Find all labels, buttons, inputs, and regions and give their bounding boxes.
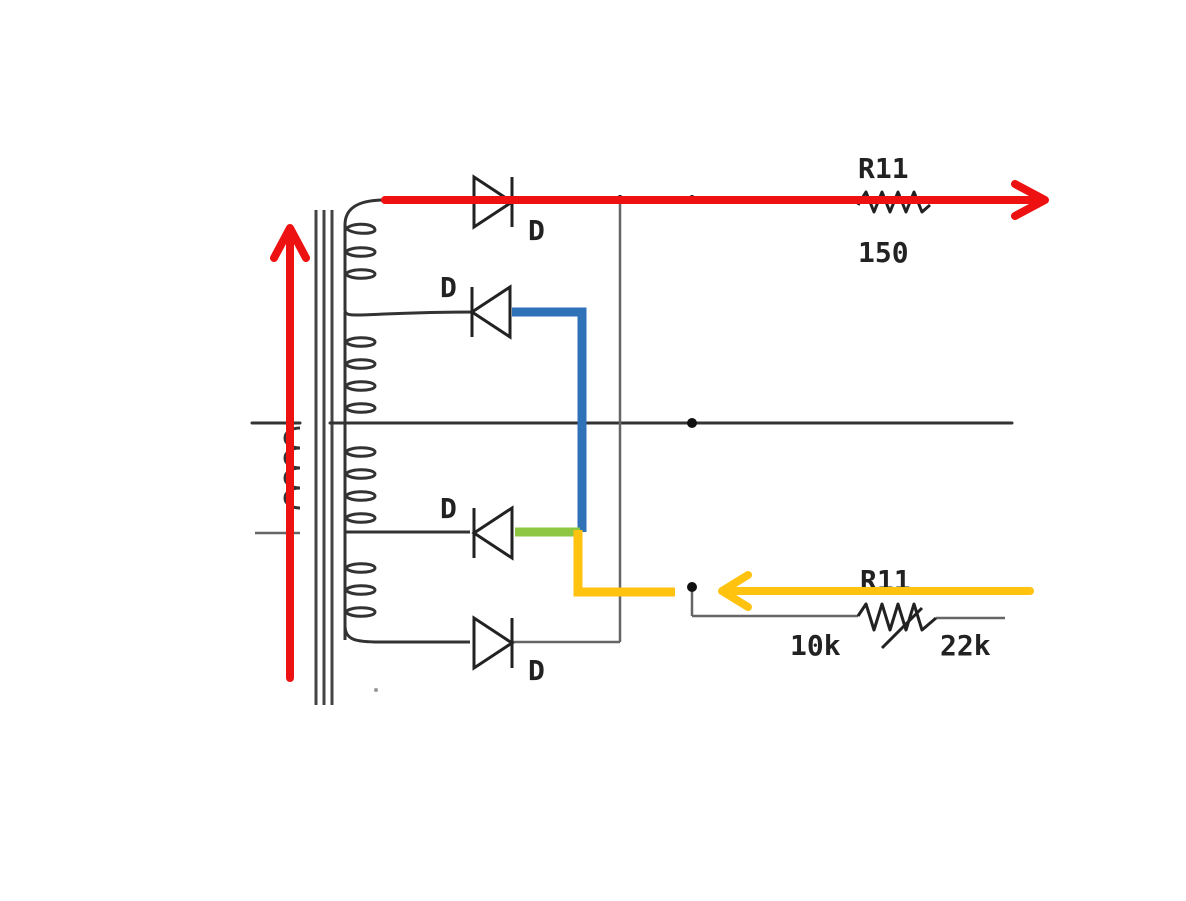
diode-label-top: D xyxy=(528,214,545,247)
center-tap-line xyxy=(328,418,1014,428)
resistor-bottom xyxy=(856,602,937,650)
yellow-path xyxy=(573,530,675,597)
resistor-top-value: 150 xyxy=(858,236,909,269)
yellow-arrow xyxy=(718,571,1034,611)
stray-dot xyxy=(374,688,378,692)
diode-label-upper-middle: D xyxy=(440,271,457,304)
resistor-top-name: R11 xyxy=(858,152,909,185)
junction-dot-center xyxy=(687,418,697,428)
red-arrow-horizontal xyxy=(381,180,1049,220)
diode-lower-middle xyxy=(471,505,514,561)
diode-upper-middle xyxy=(469,284,512,340)
red-arrow-vertical xyxy=(270,224,310,682)
secondary-winding xyxy=(343,198,481,644)
diode-bottom xyxy=(472,615,515,671)
diode-label-lower-middle: D xyxy=(440,492,457,525)
blue-path xyxy=(512,307,587,532)
transformer-core xyxy=(314,210,334,705)
resistor-bottom-left-value: 10k xyxy=(790,629,841,662)
junction-dot-bottom xyxy=(687,582,697,592)
diode-label-bottom: D xyxy=(528,654,545,687)
resistor-bottom-right-value: 22k xyxy=(940,629,991,662)
